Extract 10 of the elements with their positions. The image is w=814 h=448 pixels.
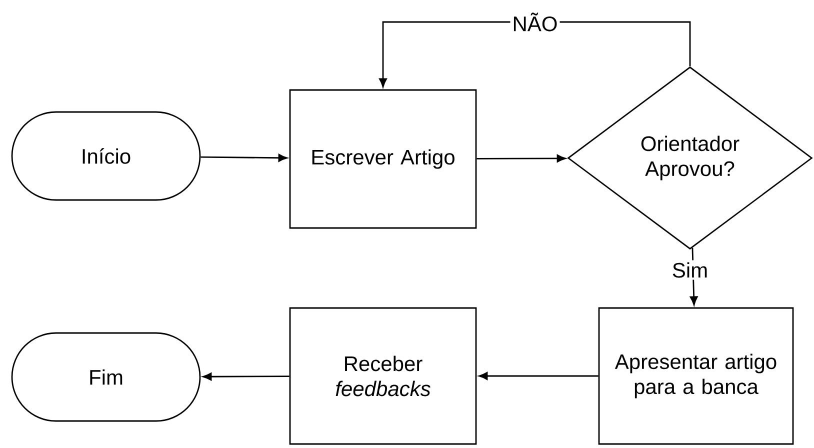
process-box: Escrever Artigo: [289, 89, 477, 229]
process-box: Receber feedbacks: [289, 307, 477, 445]
process-box: Apresentar artigo para a banca: [598, 307, 794, 445]
arrow: [379, 21, 691, 88]
arrow: [202, 372, 290, 381]
arrow: [200, 154, 288, 162]
arrow: [478, 372, 598, 380]
arrow: [476, 154, 566, 162]
edge-label: Sim: [670, 260, 710, 280]
edge-label: NÃO: [510, 10, 560, 34]
